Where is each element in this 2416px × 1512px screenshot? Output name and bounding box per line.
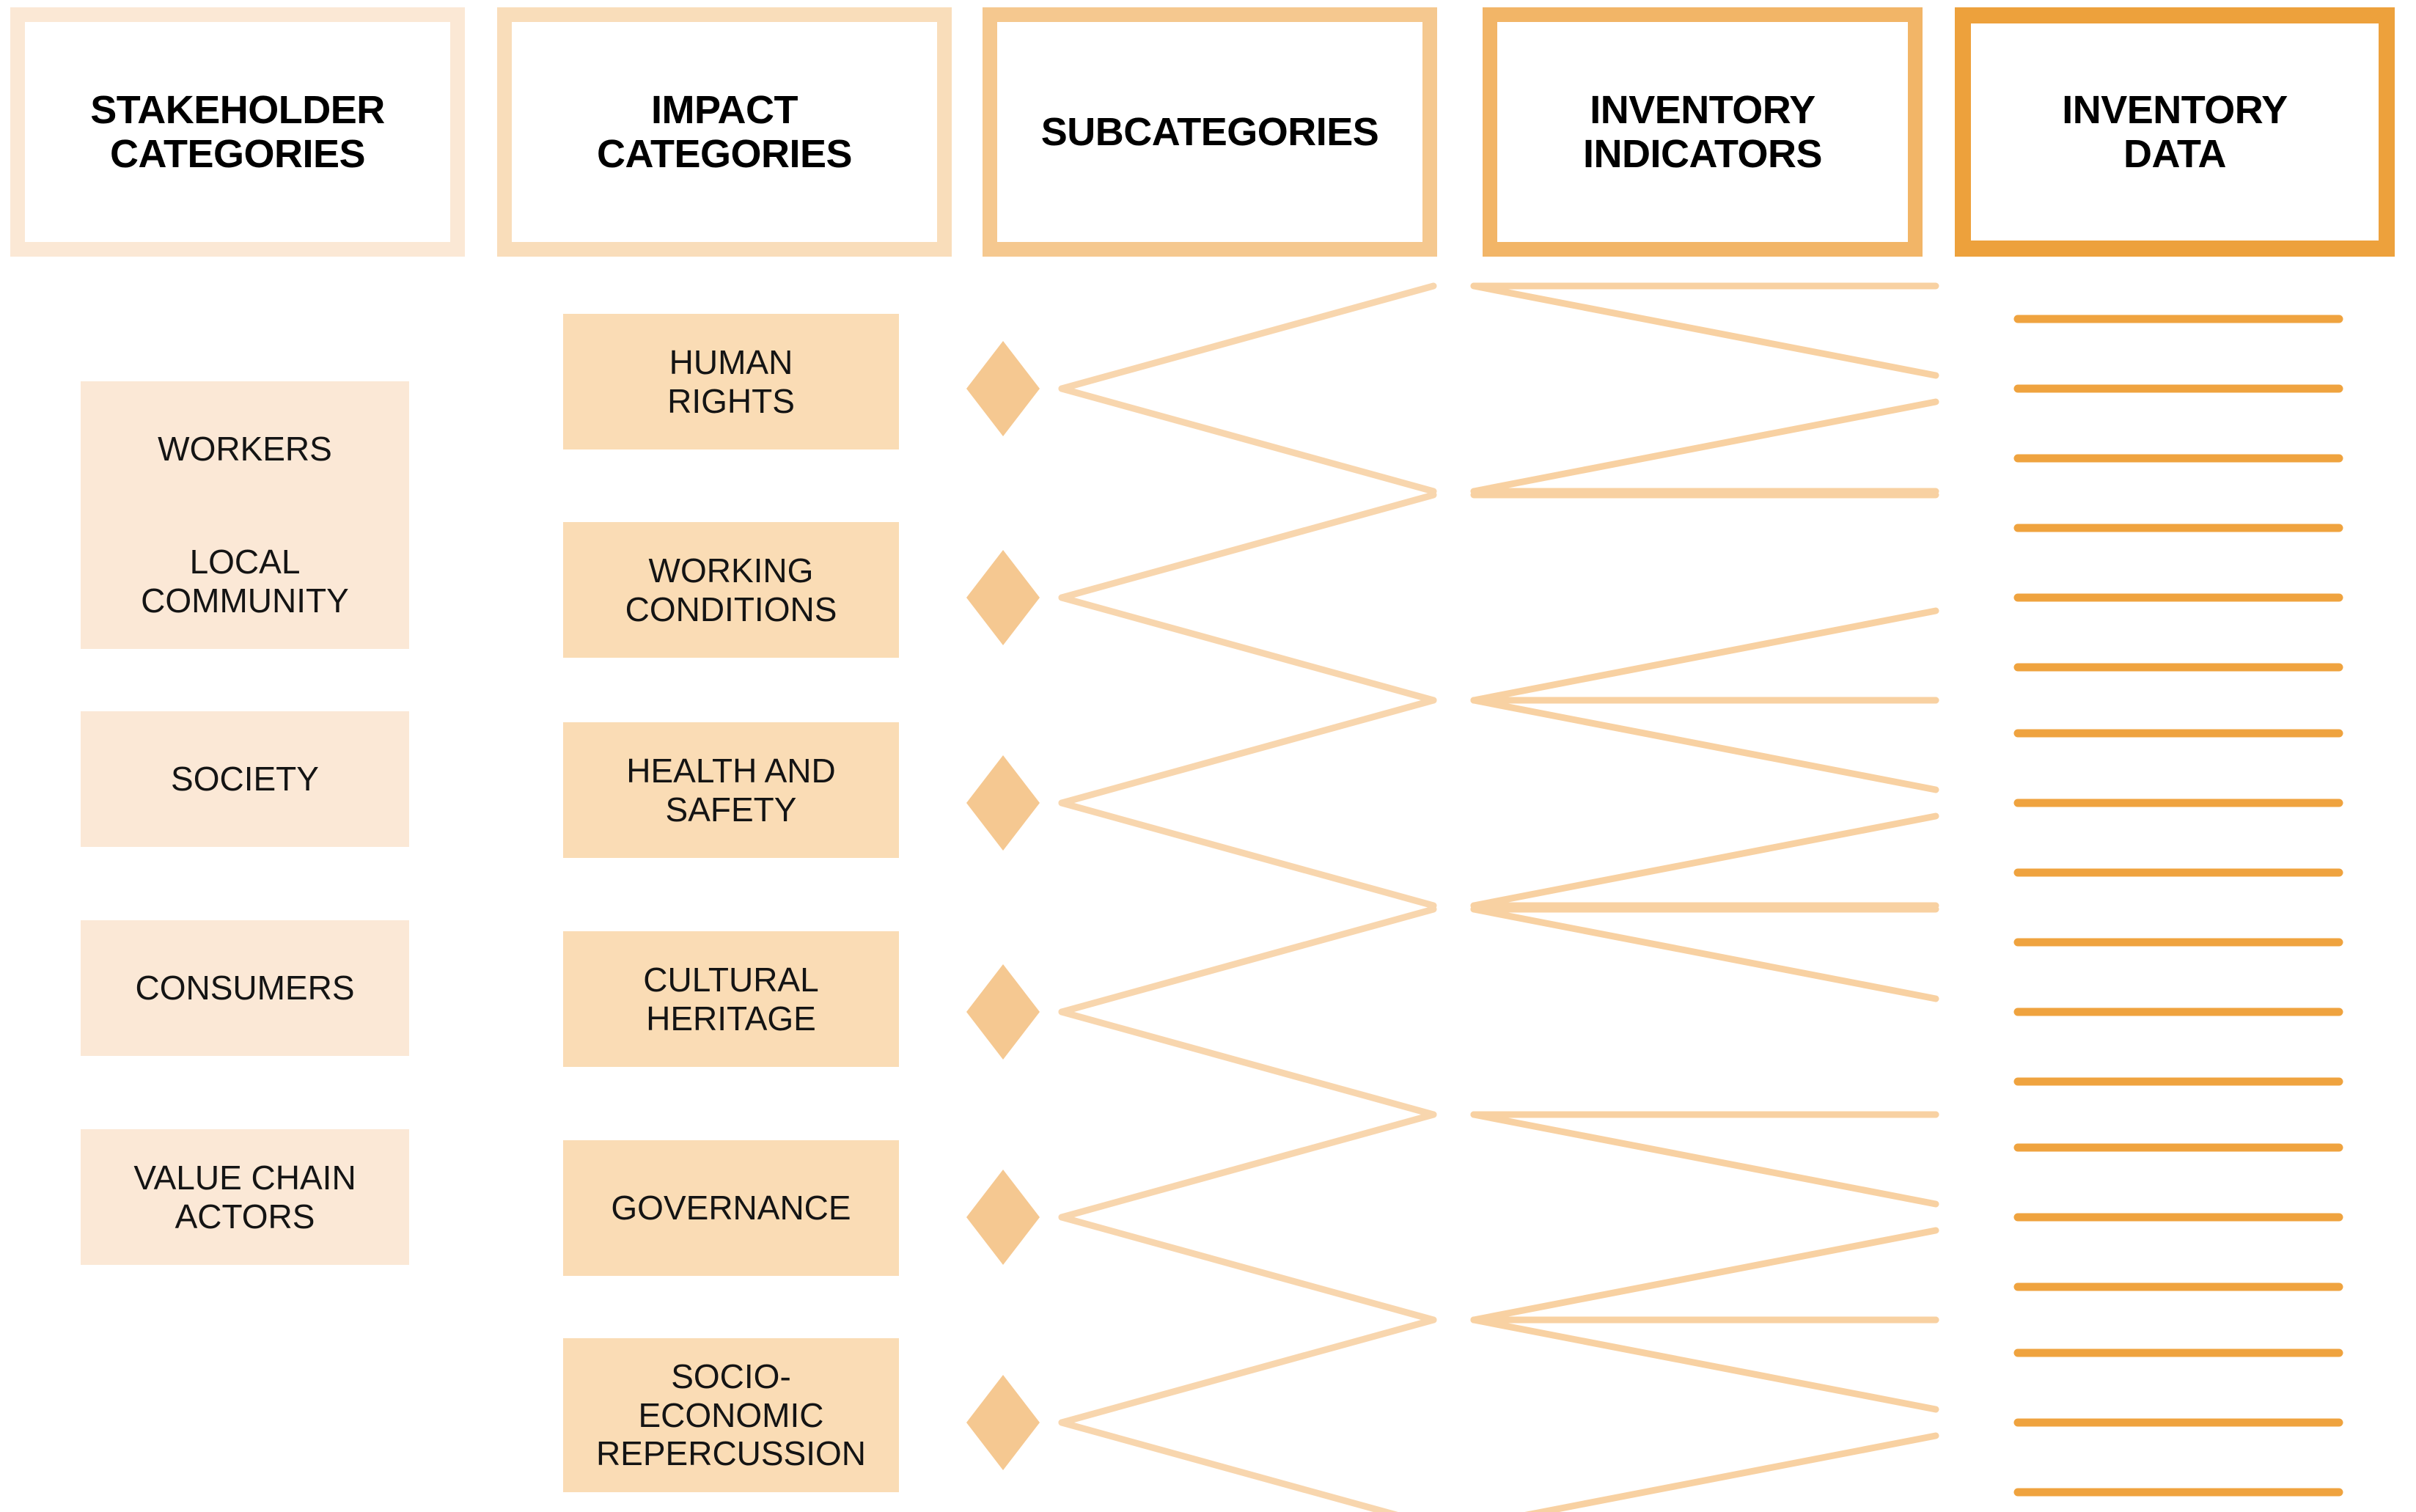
stakeholder-category-label: CONSUMERS xyxy=(135,969,355,1008)
impact-category-box[interactable]: HEALTH AND SAFETY xyxy=(563,722,899,858)
subcategory-fan-line xyxy=(1058,1419,1398,1512)
impact-category-label: WORKING CONDITIONS xyxy=(625,551,837,628)
column-header-row: STAKEHOLDER CATEGORIES IMPACT CATEGORIES… xyxy=(0,0,2416,268)
header-label: IMPACT CATEGORIES xyxy=(596,87,853,176)
indicator-line xyxy=(1470,1316,1939,1413)
subcategory-diamond-icon[interactable] xyxy=(966,1170,1040,1265)
impact-category-box[interactable]: GOVERNANCE xyxy=(563,1140,899,1276)
indicator-line xyxy=(1470,607,1939,704)
impact-category-box[interactable]: CULTURAL HERITAGE xyxy=(563,931,899,1067)
subcategory-diamond-icon[interactable] xyxy=(966,1375,1040,1470)
stakeholder-category-label: LOCAL COMMUNITY xyxy=(141,542,349,620)
subcategory-fan-line xyxy=(1058,385,1437,495)
header-label: SUBCATEGORIES xyxy=(1040,109,1379,154)
impact-category-box[interactable]: HUMAN RIGHTS xyxy=(563,314,899,449)
subcategory-diamond-icon[interactable] xyxy=(966,341,1040,436)
stakeholder-category-label: SOCIETY xyxy=(171,760,319,799)
subcategory-diamond-icon[interactable] xyxy=(966,964,1040,1060)
indicator-line xyxy=(1470,812,1939,909)
impact-category-label: GOVERNANCE xyxy=(611,1189,851,1227)
subcategory-fan-line xyxy=(1058,697,1437,807)
indicator-line xyxy=(1470,398,1939,495)
header-label: INVENTORY DATA xyxy=(2062,87,2288,176)
indicator-line xyxy=(1470,282,1939,379)
stakeholder-category-box[interactable]: CONSUMERS xyxy=(81,920,409,1056)
stakeholder-category-box[interactable]: VALUE CHAIN ACTORS xyxy=(81,1129,409,1265)
impact-category-label: HEALTH AND SAFETY xyxy=(626,751,836,829)
indicator-line xyxy=(1524,1432,1939,1512)
stakeholder-category-box[interactable]: WORKERS xyxy=(81,381,409,517)
inventory-data-column xyxy=(2013,315,2343,1497)
subcategory-fan-line xyxy=(1058,491,1437,601)
header-label: STAKEHOLDER CATEGORIES xyxy=(90,87,385,176)
indicator-line xyxy=(1470,906,1939,1002)
subcategory-diamond-icon[interactable] xyxy=(966,550,1040,645)
subcategory-fan-line xyxy=(1058,1214,1437,1324)
header-impact-categories[interactable]: IMPACT CATEGORIES xyxy=(497,7,952,257)
header-inventory-indicators[interactable]: INVENTORY INDICATORS xyxy=(1483,7,1923,257)
subcategory-fan-line xyxy=(1058,1316,1437,1426)
impact-category-box[interactable]: WORKING CONDITIONS xyxy=(563,522,899,658)
stakeholder-category-box[interactable]: SOCIETY xyxy=(81,711,409,847)
impact-category-label: CULTURAL HERITAGE xyxy=(643,960,819,1038)
indicator-line xyxy=(1470,1111,1939,1208)
subcategory-diamond-icon[interactable] xyxy=(966,755,1040,851)
indicator-line xyxy=(1470,697,1939,793)
impact-category-label: SOCIO- ECONOMIC REPERCUSSION xyxy=(595,1357,867,1473)
inventory-indicators-column xyxy=(1470,282,1939,1512)
stakeholder-category-label: WORKERS xyxy=(158,430,332,469)
subcategory-fan-line xyxy=(1058,1111,1437,1221)
impact-category-box[interactable]: SOCIO- ECONOMIC REPERCUSSION xyxy=(563,1338,899,1492)
subcategory-fan-line xyxy=(1058,799,1437,909)
stakeholder-category-box[interactable]: LOCAL COMMUNITY xyxy=(81,513,409,649)
stakeholder-category-label: VALUE CHAIN ACTORS xyxy=(133,1158,356,1236)
header-label: INVENTORY INDICATORS xyxy=(1582,87,1823,176)
subcategory-fan-line xyxy=(1058,906,1437,1016)
subcategories-column xyxy=(966,282,1437,1512)
subcategory-fan-line xyxy=(1058,282,1437,392)
header-inventory-data[interactable]: INVENTORY DATA xyxy=(1955,7,2395,257)
header-stakeholder-categories[interactable]: STAKEHOLDER CATEGORIES xyxy=(10,7,465,257)
impact-category-label: HUMAN RIGHTS xyxy=(667,342,795,420)
subcategory-fan-line xyxy=(1058,1008,1437,1118)
subcategory-fan-line xyxy=(1058,594,1437,704)
header-subcategories[interactable]: SUBCATEGORIES xyxy=(983,7,1437,257)
indicator-line xyxy=(1470,1227,1939,1324)
